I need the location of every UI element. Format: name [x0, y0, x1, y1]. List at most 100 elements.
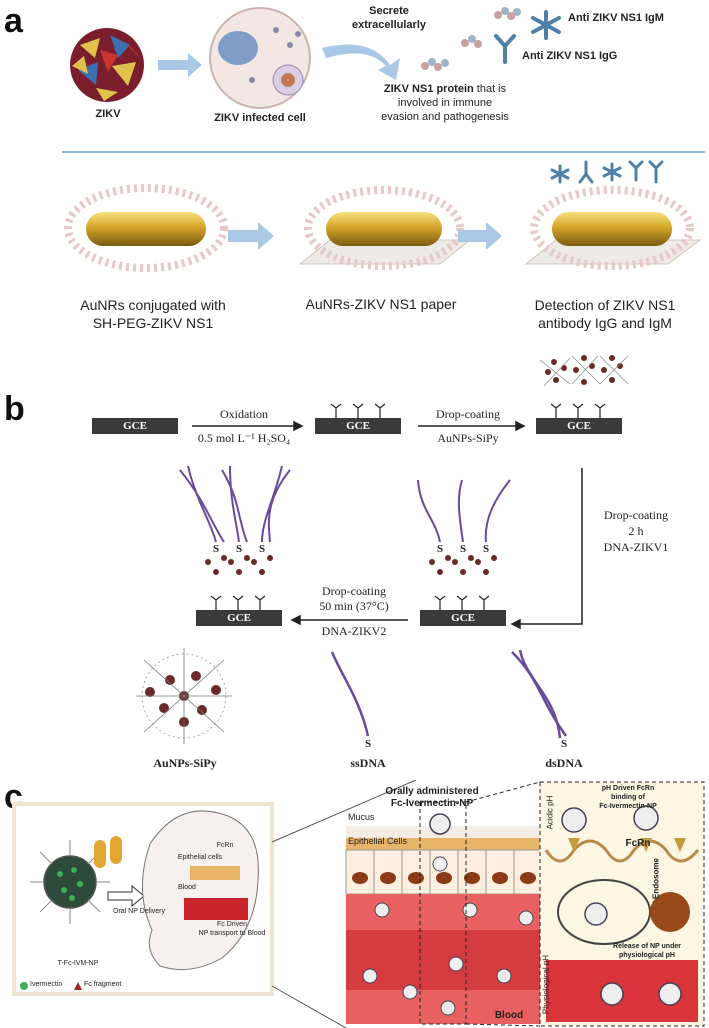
drop-coating-label-3: Drop-coating [322, 584, 386, 598]
arrowhead-icon [515, 420, 526, 432]
panel-letter-b: b [4, 390, 25, 428]
s-label: S [482, 543, 490, 555]
blood-np-icon [362, 902, 534, 1016]
drop-coating-label-1: Drop-coating [436, 407, 500, 421]
step3-line-2: antibody IgG and IgM [538, 315, 672, 331]
release-line-1: Release of NP under [613, 943, 681, 950]
legend-ivermectin-icon [20, 982, 28, 990]
arrowhead-icon [510, 618, 521, 630]
panel-b-graphics [92, 355, 629, 744]
zikv-label: ZIKV [95, 108, 121, 120]
ns1-rest-1: that is [473, 83, 507, 95]
arrowhead-icon [290, 614, 301, 626]
drop-coating-label-2: Drop-coating [604, 508, 668, 522]
gce-label-1: GCE [123, 420, 147, 432]
arrow-icon [107, 884, 145, 908]
fc-driven-label: Fc Driven NP transport to Blood [192, 920, 272, 938]
release-line-2: physiological pH [618, 952, 675, 959]
blood-label: Blood [494, 1010, 524, 1021]
fcrn-label: FcRn [625, 838, 651, 849]
dsdna-helix-icon [179, 465, 291, 543]
epithelium-icon [190, 866, 240, 880]
gce-electrode [196, 610, 282, 626]
arrow-icon [158, 53, 202, 77]
secrete-label: Secrete extracellularly [334, 4, 444, 32]
s-label: S [235, 543, 243, 555]
fc-driven-line-2: NP transport to Blood [198, 930, 266, 937]
infected-cell-icon [209, 7, 311, 109]
ph-driven-line-3: Fc-Ivermectin-NP [599, 803, 657, 810]
aunr-detection-icon [524, 160, 702, 270]
gce-electrode [92, 418, 178, 434]
blood-band-icon [184, 898, 248, 920]
blood-small-label: Blood [178, 884, 196, 891]
epithelial-cells-label: Epithelial Cells [348, 836, 408, 846]
s-label: S [212, 543, 220, 555]
legend-dsdna-icon [511, 649, 568, 739]
fc-driven-line-1: Fc Driven [217, 921, 247, 928]
gce-label-3: GCE [567, 420, 591, 432]
arrowhead-icon [293, 420, 304, 432]
pills-icon [94, 836, 122, 868]
time-50-label: 50 min (37°C) [319, 599, 389, 613]
aunps-sipy-cluster-icon [205, 555, 497, 575]
zoom-np-icon [561, 805, 682, 1006]
physiological-ph-label: Physiological pH [541, 954, 551, 1015]
aunr-on-paper-icon [298, 186, 472, 270]
secrete-line-1: Secrete [369, 5, 409, 17]
gce-label-4: GCE [451, 612, 475, 624]
panel-c-graphics [12, 780, 705, 1028]
arrow-icon [228, 222, 274, 250]
epithelial-small-label: Epithelial cells [177, 854, 223, 861]
step1-line-2: SH-PEG-ZIKV NS1 [92, 315, 214, 331]
time-2h-label: 2 h [628, 524, 644, 538]
orally-line-1: Orally administered [385, 786, 479, 797]
legend-aunps-label: AuNPs-SiPy [153, 756, 217, 770]
legend-fc-icon [74, 982, 82, 990]
acid-label: 0.5 mol L⁻¹ H₂SO₄ [197, 431, 291, 445]
ph-driven-line-1: pH Driven FcRn [601, 785, 655, 792]
aunr-rod-icon [64, 184, 228, 272]
gce-label-5: GCE [227, 612, 251, 624]
aunps-sipy-cluster-icon [545, 355, 623, 385]
epithelium-top [346, 838, 542, 850]
mouse-icon [142, 810, 259, 971]
gce-label-2: GCE [346, 420, 370, 432]
legend-dsdna-label: dsDNA [545, 756, 583, 770]
igm-antibody-icon [531, 10, 561, 40]
oral-delivery-label: Oral NP Delivery [113, 908, 165, 915]
secrete-arrow-icon [322, 44, 400, 80]
ph-driven-label: pH Driven FcRn binding of Fc-Ivermectin-… [556, 784, 700, 811]
release-label: Release of NP under physiological pH [592, 942, 702, 960]
transcytosis-np-icon [432, 856, 448, 872]
zoom-selection [419, 801, 467, 1025]
ph-driven-line-2: binding of [611, 794, 645, 801]
panel-letter-a: a [4, 2, 23, 40]
aunr-row-graphics [64, 160, 702, 272]
s-label: S [436, 543, 444, 555]
ivermectin-np-icon [30, 840, 110, 924]
orally-line-2: Fc-Ivermectin-NP [390, 798, 474, 809]
gce-electrode [536, 418, 622, 434]
legend-fc-label: Fc fragment [84, 981, 122, 988]
mucus-label: Mucus [348, 812, 375, 822]
orally-administered-label: Orally administered Fc-Ivermectin-NP [372, 786, 492, 810]
igm-label: Anti ZIKV NS1 IgM [568, 12, 664, 24]
apical-membrane [544, 839, 700, 863]
s-label: S [258, 543, 266, 555]
igg-label: Anti ZIKV NS1 IgG [522, 50, 618, 62]
step3-label: Detection of ZIKV NS1 antibody IgG and I… [500, 296, 709, 332]
np-label: T-Fc-IVM-NP [57, 960, 99, 967]
panel-a-top-graphics [62, 7, 705, 153]
dna-zikv1-label: DNA-ZIKV1 [603, 540, 669, 554]
s-label: S [364, 738, 372, 750]
legend-ssdna-icon [330, 651, 370, 737]
gce-electrode [420, 610, 506, 626]
oxidation-label: Oxidation [220, 407, 268, 421]
igg-antibody-icon [494, 34, 516, 64]
ns1-protein-icon [421, 58, 449, 71]
legend-aunps-icon [136, 648, 232, 744]
ns1-rest-2: involved in immune [397, 97, 493, 109]
ns1-protein-icon [461, 35, 482, 48]
nucleus-icon [650, 892, 690, 932]
